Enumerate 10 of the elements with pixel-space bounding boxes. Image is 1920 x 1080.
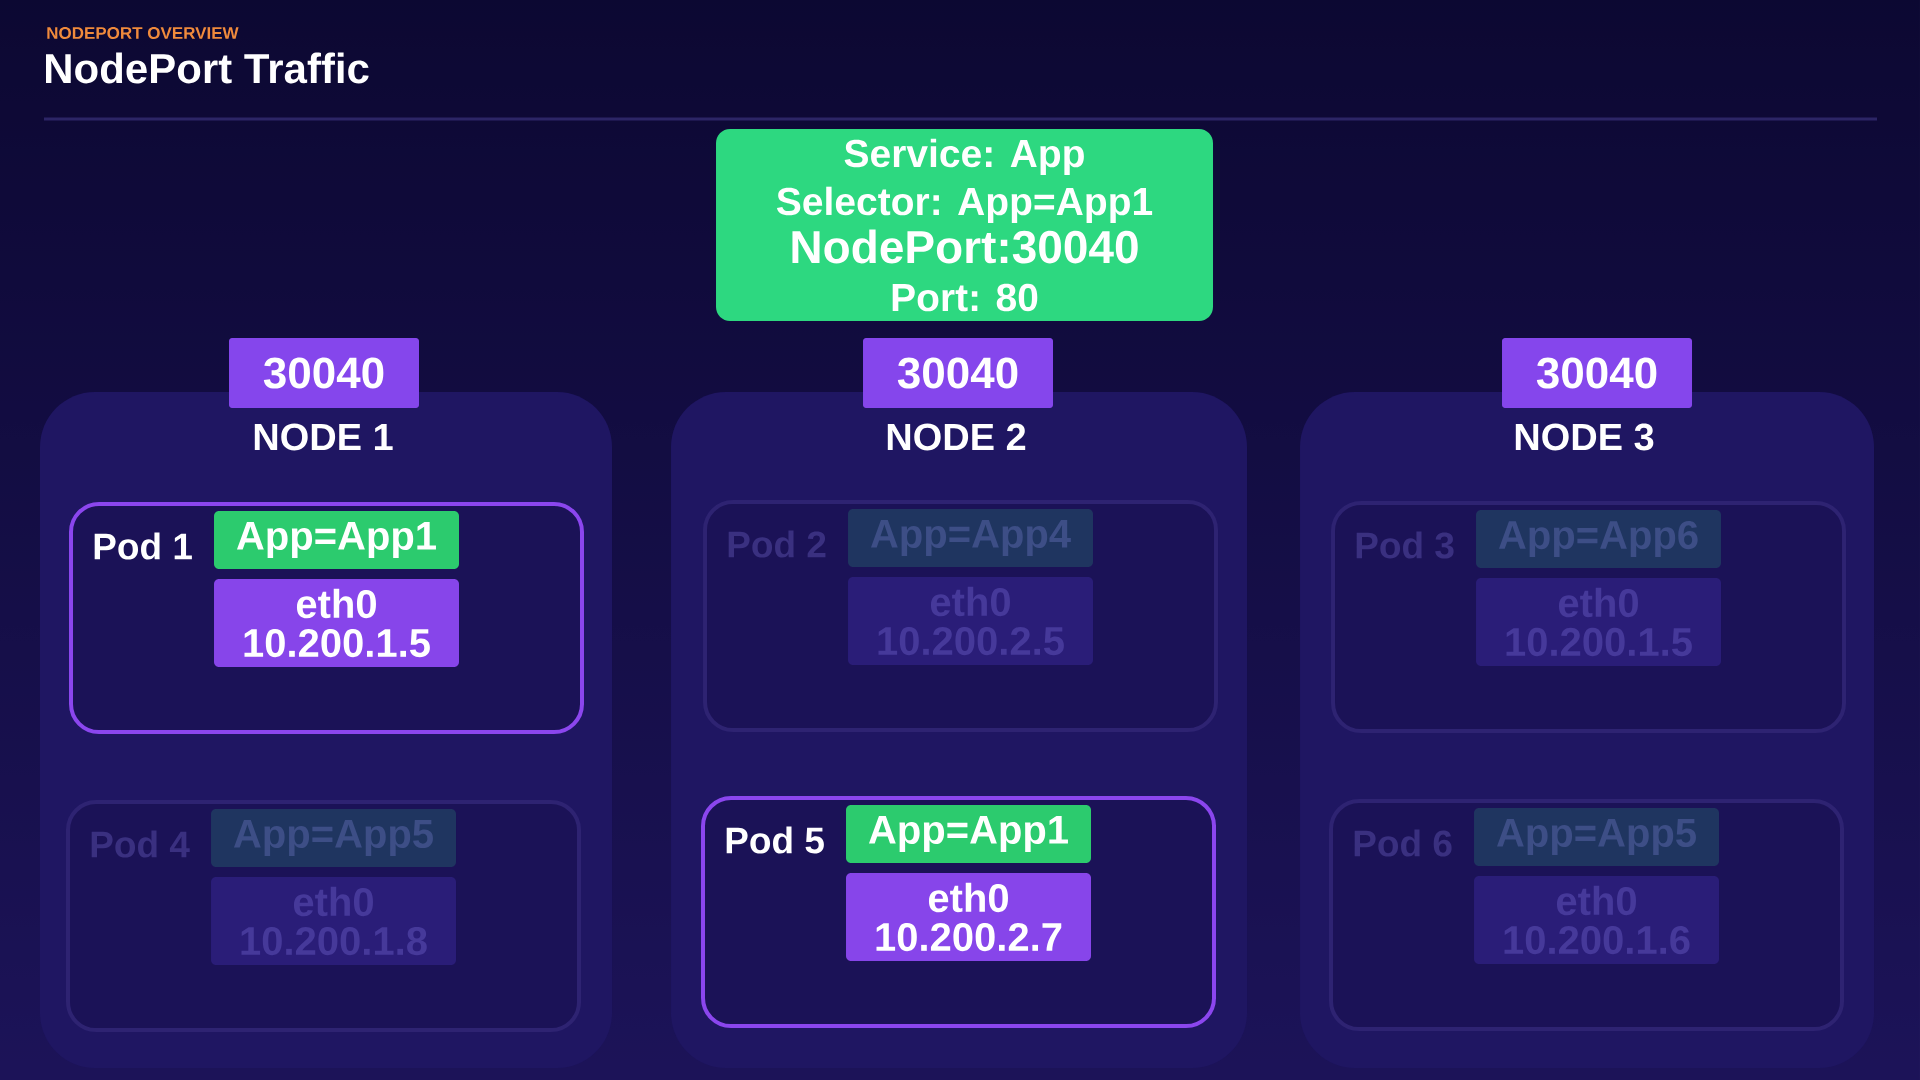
interface-box: eth0 10.200.2.7 [846,873,1091,961]
port-badge: 30040 [863,338,1053,408]
subtitle: NODEPORT OVERVIEW [47,27,239,40]
port-badge: 30040 [229,338,419,408]
label-tag: App=App1 [214,511,459,569]
service-box: Service: App Selector: App=App1 NodePort:30040 Port: 80 [716,129,1213,321]
port-badge: 30040 [1502,338,1692,408]
label-tag: App=App1 [846,805,1091,863]
interface-box: eth0 10.200.1.5 [214,579,459,667]
title: NodePort Traffic [46,52,369,84]
